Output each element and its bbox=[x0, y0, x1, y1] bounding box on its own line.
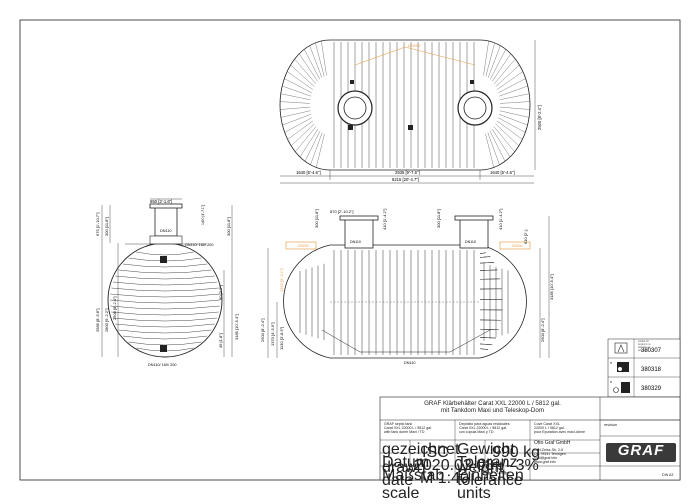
company-email: mail@graf.info bbox=[534, 456, 558, 460]
article-number-1: 380307 bbox=[641, 348, 662, 354]
top-view: DN200 1640 [5'-4.6"] 2935 [9'-7.6"] 1640… bbox=[279, 39, 542, 184]
top-dim-total: 6215 [20'-4.7"] bbox=[392, 177, 419, 182]
weight-value: 990 kg bbox=[492, 444, 541, 461]
end-dim-45: 45 [1.8"] bbox=[218, 333, 223, 348]
end-view: DN110 650 [2'-1.6"] 675 [1'-10.7"] 300 [… bbox=[95, 198, 239, 367]
end-label-inlet: DN110/ 160/ 200 bbox=[185, 243, 213, 247]
end-label-side: 1400 [4'-7.1"] bbox=[201, 205, 205, 225]
end-label-outlet: DN110/ 160/ 200 bbox=[148, 363, 176, 367]
graf-logo-text: GRAF bbox=[617, 442, 665, 459]
top-dim-right: 1640 [5'-4.6"] bbox=[490, 170, 515, 175]
scale-value: M 1:40 bbox=[420, 470, 469, 487]
unit-value: mm [inch] gal = US gal. bbox=[488, 467, 510, 476]
side-dim-1350: 1350 [5'-3.1"] bbox=[279, 268, 284, 292]
title-en: GRAF septic tank Carat XXL 22000 L / 581… bbox=[384, 422, 433, 435]
article-number-3: 380329 bbox=[641, 386, 662, 392]
date-label: Datum date bbox=[382, 454, 430, 490]
side-view-outline bbox=[283, 244, 527, 359]
side-dim-610: 610 [2'-] bbox=[523, 230, 528, 244]
company-city: DE-79331 Teningen bbox=[534, 451, 566, 456]
end-dim-675: 675 [1'-10.7"] bbox=[95, 212, 100, 236]
side-label-dn110b: DN110 bbox=[465, 240, 476, 244]
title-de-line2: mit Tankdom Maxi und Teleskop-Dom bbox=[441, 407, 544, 415]
side-dim-870: 870 [2'-10.2"] bbox=[330, 209, 354, 214]
drawn-value: ISC bbox=[422, 444, 449, 461]
article-box: 380307 * 380318 * 380329 bbox=[607, 338, 681, 398]
tol-value: +/- 3% bbox=[492, 457, 539, 474]
side-label-dn200a: DN200 bbox=[298, 244, 309, 248]
company-web: www.graf.info bbox=[534, 460, 556, 465]
end-dim-2500: 2500 [8'-2.4"] bbox=[112, 296, 117, 320]
sheet-border bbox=[19, 19, 681, 481]
svg-text:*: * bbox=[610, 381, 612, 387]
side-dim-3185: 3185 [10'-5.4"] bbox=[549, 274, 554, 300]
end-dim-3185: 3185 [10'-5.4"] bbox=[234, 314, 239, 340]
tol-label: Toleranz tolerance bbox=[457, 454, 523, 490]
side-dim-1130: 1130 [3'-8.5"] bbox=[279, 327, 284, 350]
blower-icon: * bbox=[610, 381, 630, 393]
title-es: Depósito para aguas residuales Carat XXL… bbox=[459, 422, 510, 435]
drawn-label: gezeichnet drawn bbox=[382, 441, 460, 477]
side-label-dn110c: DN110 bbox=[404, 361, 416, 365]
end-dim-2800: 2800 [9'-2.2"] bbox=[104, 308, 109, 332]
title-de-line1: GRAF Klärbehälter Carat XXL 22000 L / 58… bbox=[424, 400, 561, 407]
pump-icon: * bbox=[610, 362, 629, 372]
svg-text:*: * bbox=[610, 362, 612, 368]
side-dim-410a: 410 [1'-4.2"] bbox=[382, 209, 387, 230]
title-block bbox=[379, 396, 681, 481]
side-dim-300b: 300 [11.8"] bbox=[436, 209, 441, 228]
side-view: DN110 DN110 DN200 DN200 DN110 870 [2'-10… bbox=[260, 209, 554, 365]
graf-logo bbox=[606, 443, 676, 462]
side-dim-300a: 300 [11.8"] bbox=[314, 209, 319, 228]
top-view-outline bbox=[279, 39, 531, 171]
title-fr: Cuve Carat XXL 22000 L / 5812 gal. pour … bbox=[534, 422, 585, 435]
article-number-2: 380318 bbox=[641, 367, 662, 373]
top-dim-mid: 2935 [9'-7.6"] bbox=[395, 170, 420, 175]
top-dim-width: 2500 [8'-2.4"] bbox=[537, 105, 542, 130]
side-dim-1370: 1370 [4'-5.9"] bbox=[270, 322, 275, 346]
end-dim-300: 300 [11.8"] bbox=[104, 217, 109, 236]
article-col-label: Artikel-Nr. product no. articulo no. art… bbox=[638, 340, 651, 352]
end-dim-cap: 650 [2'-1.6"] bbox=[150, 199, 172, 204]
date-value: 2020.03.08 bbox=[414, 457, 495, 474]
top-marker-label: DN200 bbox=[408, 43, 421, 48]
sheet-size: DIN A3 bbox=[662, 473, 674, 477]
company-block: Otto Graf GmbH Carl-Zeiss-Str. 2-6 DE-79… bbox=[534, 440, 571, 465]
company-street: Carl-Zeiss-Str. 2-6 bbox=[534, 447, 564, 452]
weight-label: Gewicht weight bbox=[457, 441, 515, 477]
side-label-dn200b: DN200 bbox=[512, 244, 523, 248]
top-dim-left: 1640 [5'-4.6"] bbox=[296, 170, 321, 175]
side-dim-2500b: 2500 [8'-2.4"] bbox=[540, 318, 545, 342]
side-label-dn110a: DN110 bbox=[350, 240, 361, 244]
end-dim-2585: 2585 [8'-5.8"] bbox=[95, 308, 100, 332]
side-dim-2500a: 2500 [8'-2.4"] bbox=[260, 318, 265, 342]
tank-icon bbox=[614, 342, 628, 354]
side-dim-410b: 410 [1'-4.2"] bbox=[498, 209, 503, 230]
revision-label: revision bbox=[604, 423, 618, 427]
title-de: GRAF Klärbehälter Carat XXL 22000 L / 58… bbox=[390, 400, 595, 414]
end-label-dn110: DN110 bbox=[160, 229, 172, 233]
end-dim-300r: 300 [11.8"] bbox=[226, 217, 231, 236]
company-name: Otto Graf GmbH bbox=[534, 440, 571, 446]
end-dim-80: 80 [3.2"] bbox=[218, 285, 223, 300]
